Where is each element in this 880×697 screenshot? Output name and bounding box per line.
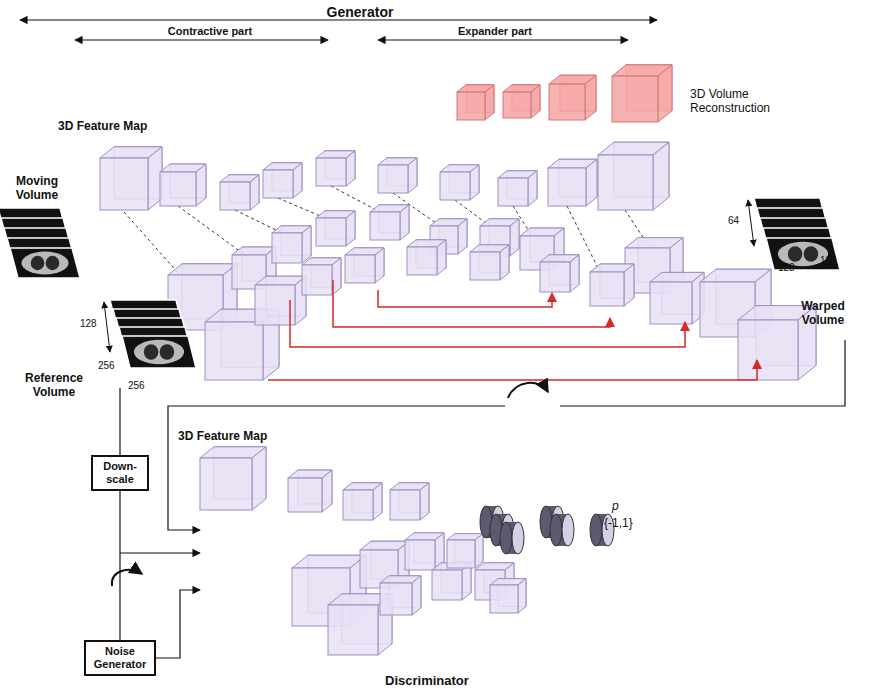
skip-connection [290,300,685,347]
feature-cube [598,142,669,210]
feature-cube [503,85,540,118]
feature-cube [200,447,266,510]
label: {-1,1} [604,517,654,531]
label: 64 [728,215,750,227]
feature-cube [100,147,162,210]
label: 128 [80,318,108,330]
dense-layer [480,506,614,554]
feature-cube [612,65,672,122]
label: 3D Feature Map [58,120,178,134]
feature-cube [302,258,341,295]
feature-cube [255,276,306,325]
feature-cube [288,470,332,512]
feature-cube [650,272,704,324]
transform-symbol [112,383,548,586]
label: 128 [778,262,806,274]
feature-cube [457,85,494,120]
feature-cube [343,483,382,520]
feature-cube [540,255,579,292]
feature-cube [549,75,596,120]
flow-line [20,20,845,658]
label: 256 [128,380,156,392]
connector [119,491,120,641]
feature-cube [380,576,421,615]
feature-cube [390,483,429,520]
feature-cube [345,248,384,283]
label: Discriminator [385,674,495,689]
feature-cube [447,534,483,568]
feature-cube [370,205,409,240]
label: p [612,500,632,514]
ct-volume [0,208,80,278]
skip-connection [268,360,757,380]
feature-cube [272,226,311,263]
feature-cube [220,175,259,210]
label: Expander part [440,25,550,38]
feature-cube [490,579,526,613]
feature-cube [263,163,302,198]
feature-cube [378,158,417,193]
skip-connection [378,290,552,307]
box-text: Noise Generator [90,645,150,670]
label: Moving Volume [4,175,70,203]
label: 3D Feature Map [178,430,298,444]
process-box: Down-scale [91,455,149,490]
feature-cube [440,165,479,200]
feature-cube [470,245,509,280]
feature-cube [590,264,634,306]
process-box: Noise Generator [84,640,156,675]
feature-cube [316,211,355,246]
label: Contractive part [150,25,270,38]
label: Generator [310,4,410,20]
feature-cube [407,240,446,275]
feature-cube [160,164,206,206]
feature-cube [316,151,355,186]
box-text: Down-scale [97,460,143,485]
label: 256 [98,360,126,372]
label: 128 [820,255,848,267]
feature-cube [498,171,537,206]
ct-volume [110,300,196,368]
label: Reference Volume [14,372,94,400]
label: 3D Volume Reconstruction [690,88,800,116]
label: Warped Volume [790,300,856,328]
dimension-line [104,200,754,352]
feature-cube [548,159,597,206]
skip-connection [333,280,610,327]
feature-cube [405,533,444,570]
